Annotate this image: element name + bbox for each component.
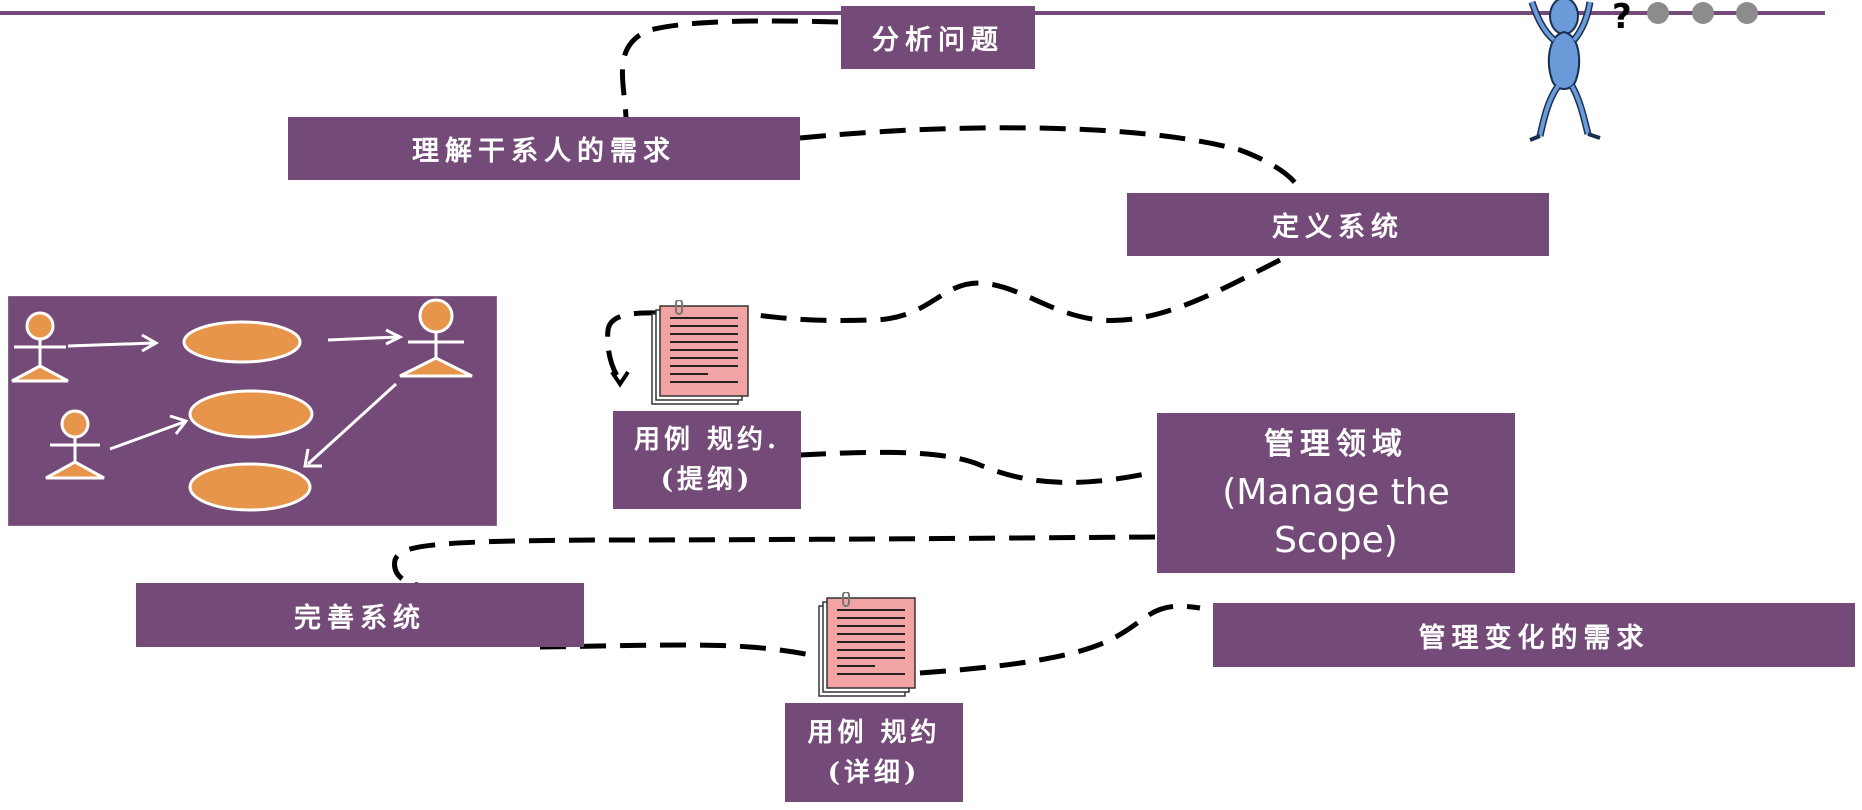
stick-figure-icon: ? (1528, 0, 1632, 142)
document-icon (651, 300, 749, 405)
box-define-label: 定义系统 (1272, 212, 1404, 243)
box-refine-label: 完善系统 (294, 602, 426, 634)
box-understand-label: 理解干系人的需求 (412, 136, 676, 167)
use-case-diagram-icon (8, 296, 497, 526)
question-mark: ? (1612, 0, 1632, 37)
box-usecase-spec-outline: 用例 规约. (提纲) (613, 411, 801, 509)
box-manage-scope: 管理领域 (Manage the Scope) (1157, 413, 1515, 573)
box-refine-system: 完善系统 (136, 583, 584, 647)
connector-scope-refine (392, 534, 1156, 588)
box-manage-change-label: 管理变化的需求 (1418, 622, 1650, 654)
spec-outline-line-2: (提纲) (660, 465, 754, 495)
box-manage-changing-requirements: 管理变化的需求 (1213, 603, 1855, 667)
document-icon (818, 592, 916, 697)
connector-analyze-understand (619, 18, 839, 119)
slide-dot-2[interactable] (1692, 2, 1714, 24)
slide-dot-1[interactable] (1647, 2, 1669, 24)
slide-dot-3[interactable] (1736, 2, 1758, 24)
manage-scope-line-1: 管理领域 (1264, 427, 1408, 462)
connector-define-doc1 (739, 257, 1282, 324)
spec-outline-line-1: 用例 规约. (633, 425, 781, 455)
connector-doc2-change (919, 603, 1201, 676)
manage-scope-line-3: Scope) (1274, 520, 1398, 561)
connector-refine-doc2 (539, 642, 821, 660)
connector-outline-scope (799, 449, 1151, 485)
connector-understand-define (799, 125, 1303, 192)
spec-detail-line-2: (详细) (827, 757, 921, 788)
box-understand-stakeholders: 理解干系人的需求 (288, 117, 800, 180)
connector-doc1-loop (605, 310, 661, 382)
box-analyze-problem-label: 分析问题 (872, 25, 1004, 56)
box-define-system: 定义系统 (1127, 193, 1549, 256)
box-analyze-problem: 分析问题 (841, 6, 1035, 69)
manage-scope-line-2: (Manage the (1222, 472, 1450, 513)
spec-detail-line-1: 用例 规约 (807, 717, 941, 748)
connector-arrowhead (610, 370, 630, 388)
box-usecase-spec-detail: 用例 规约 (详细) (785, 703, 963, 802)
